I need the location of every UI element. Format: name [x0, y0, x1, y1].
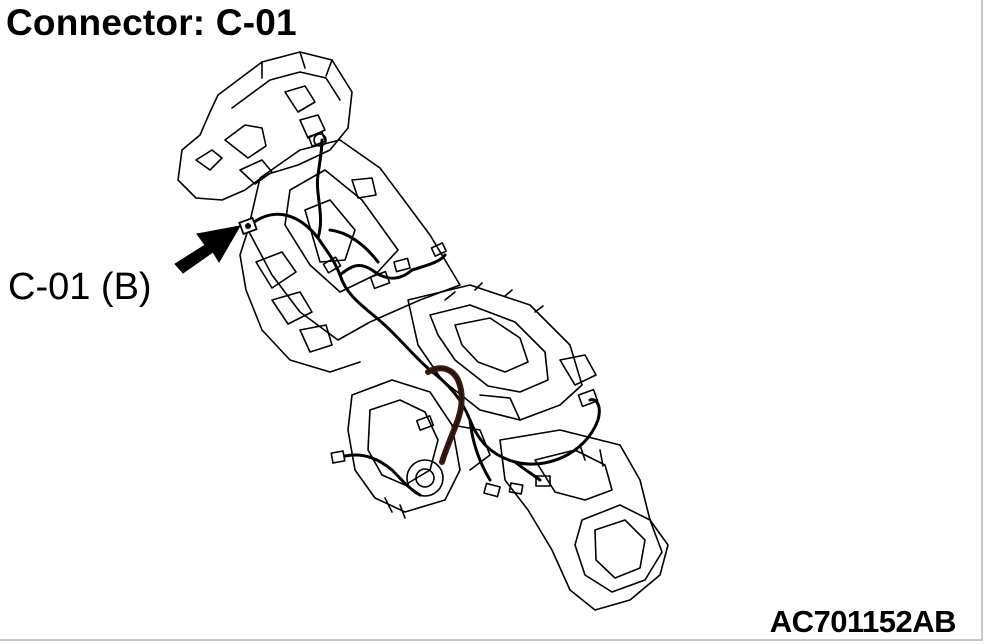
page-title: Connector: C-01	[6, 2, 297, 43]
pointer-arrow-icon	[174, 225, 241, 274]
transmission-case	[239, 139, 461, 373]
transfer-case	[499, 429, 669, 611]
figure-code: AC701152AB	[769, 604, 957, 639]
bell-housing	[177, 51, 353, 201]
wiring-harness	[248, 138, 601, 497]
connector-callout-label: C-01 (B)	[8, 266, 152, 308]
harness-connectors	[307, 131, 599, 498]
connector-c01	[238, 216, 258, 236]
valve-body	[407, 282, 597, 421]
